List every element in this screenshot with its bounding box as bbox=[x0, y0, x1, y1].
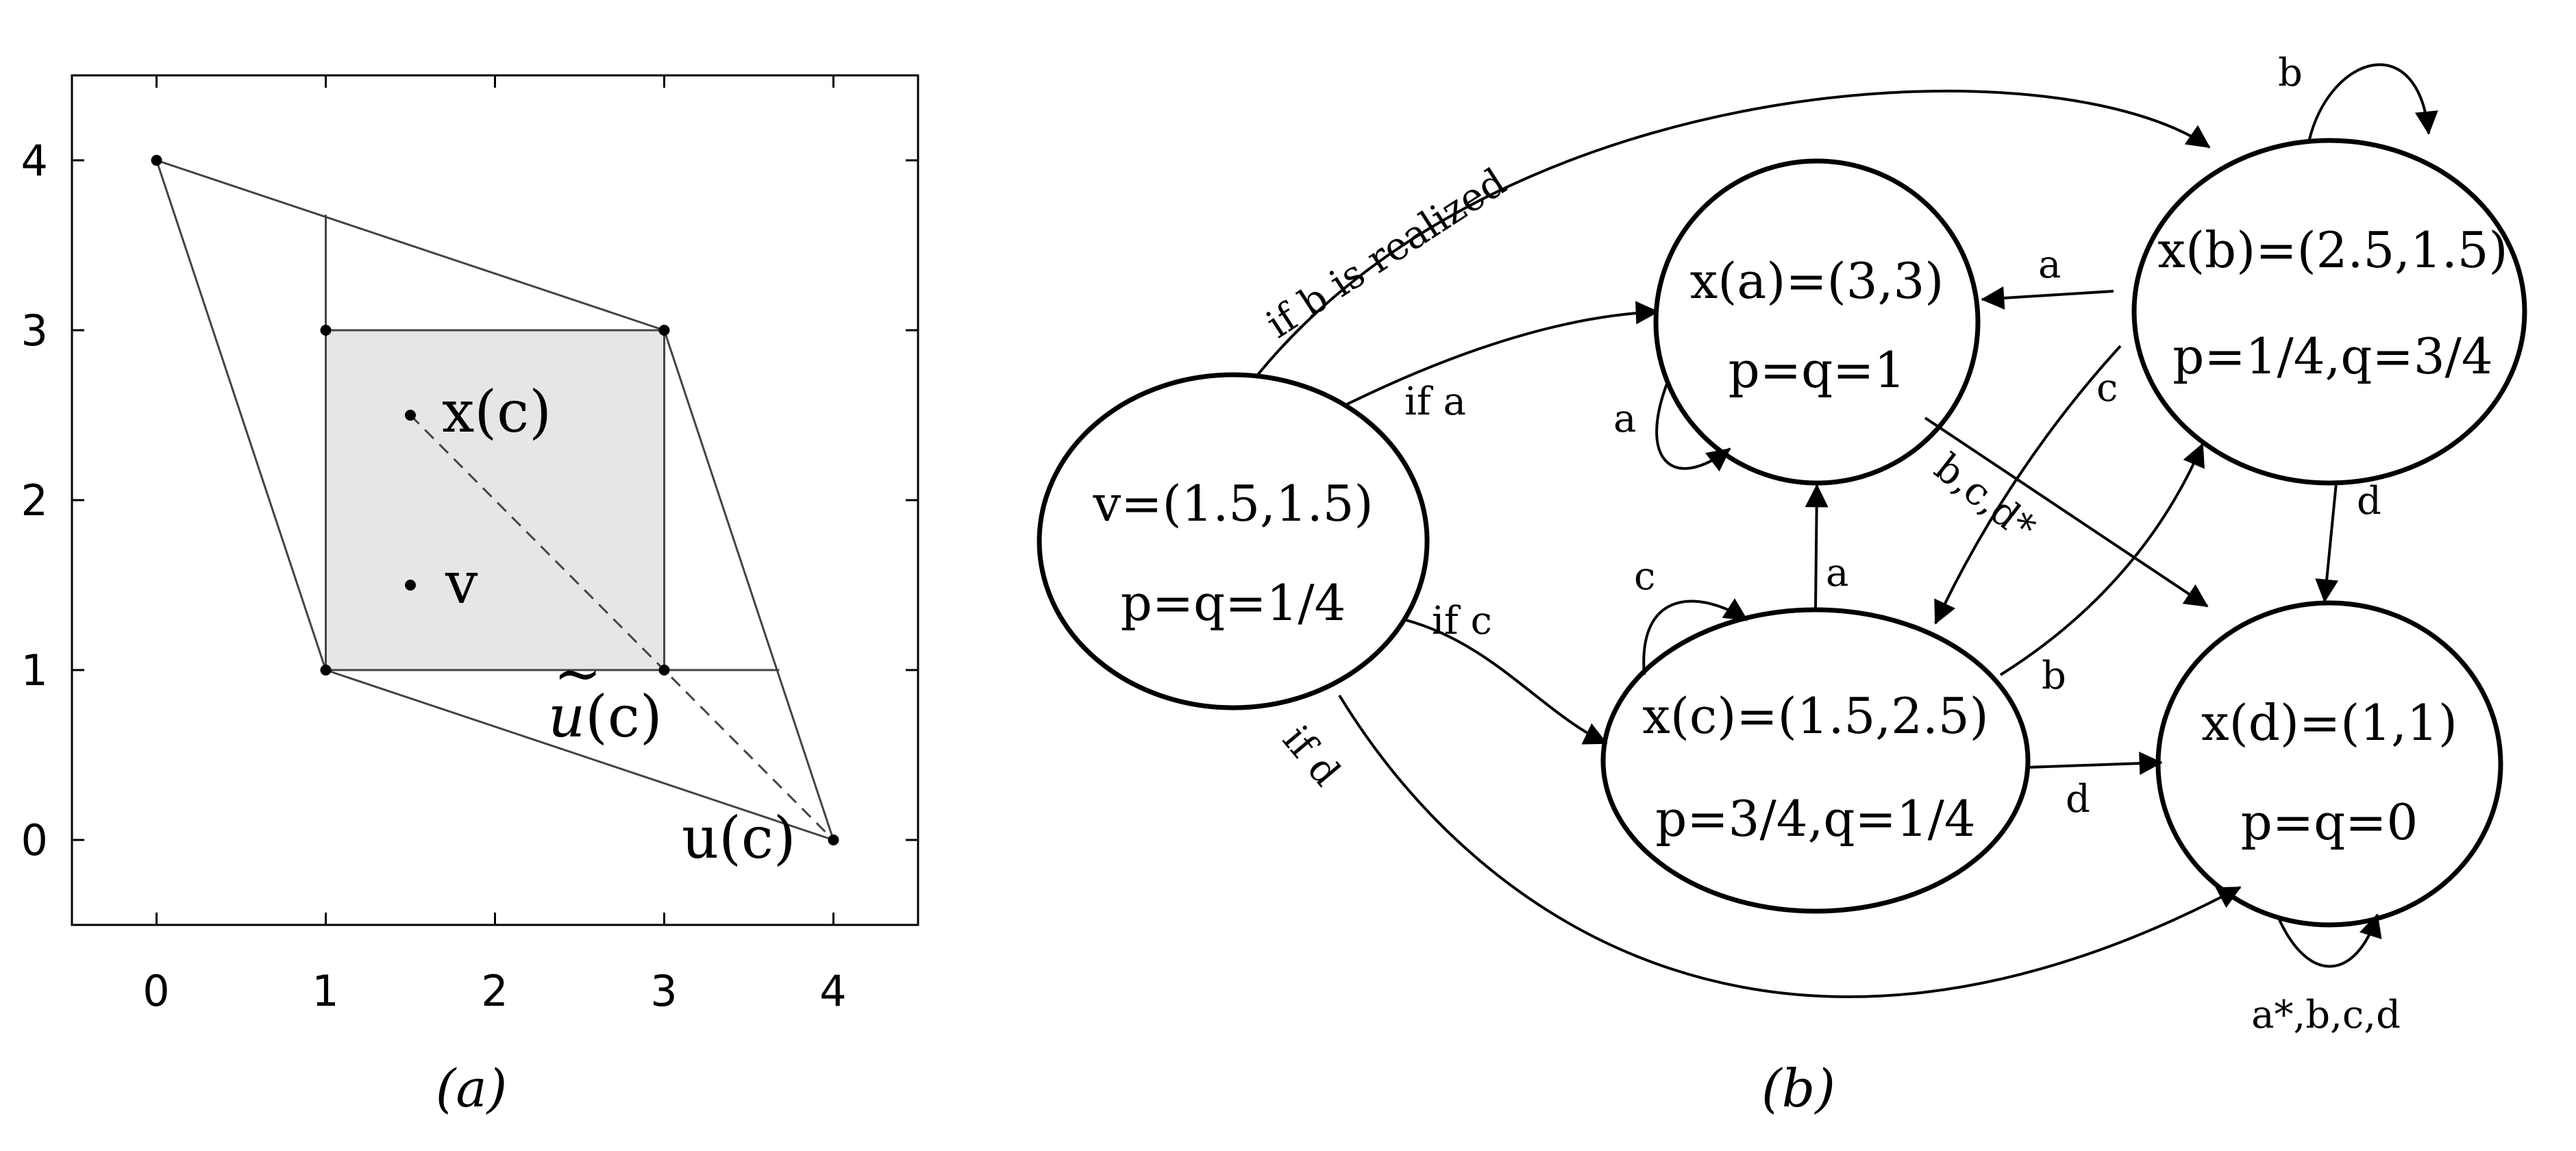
panel-b bbox=[1037, 63, 2527, 998]
panel-a: 0 1 2 3 4 0 1 2 3 4 x(c) v u(c) ~ u(c) (… bbox=[21, 74, 919, 1119]
data-dot bbox=[320, 665, 332, 676]
label-xb-to-xa: a bbox=[2038, 243, 2061, 287]
label-if-d: if d bbox=[1274, 717, 1348, 794]
x-tick-0: 0 bbox=[143, 966, 169, 1016]
label-u-tilde-suffix: (c) bbox=[585, 683, 662, 750]
data-dot bbox=[320, 325, 332, 336]
data-dot bbox=[828, 834, 839, 845]
node-v-line1: v=(1.5,1.5) bbox=[1092, 475, 1373, 532]
axis-ticks bbox=[72, 75, 918, 925]
edge-labels: if b is realized if a if c if d b a c d … bbox=[1259, 51, 2401, 1037]
node-xd-line2: p=q=0 bbox=[2241, 793, 2418, 851]
y-tick-2: 2 bbox=[21, 475, 48, 525]
extension-lines bbox=[325, 214, 780, 671]
y-tick-4: 4 bbox=[21, 136, 48, 186]
edge-xd-loop bbox=[2277, 913, 2382, 968]
label-xa-loop: a bbox=[1613, 397, 1636, 441]
x-tick-4: 4 bbox=[819, 966, 846, 1016]
data-dot bbox=[405, 410, 416, 421]
node-xb-line1: x(b)=(2.5,1.5) bbox=[2157, 221, 2507, 279]
node-labels: v=(1.5,1.5) p=q=1/4 x(a)=(3,3) p=q=1 x(b… bbox=[1092, 221, 2507, 851]
y-tick-0: 0 bbox=[21, 815, 48, 865]
label-if-a: if a bbox=[1404, 380, 1466, 424]
node-xa-line1: x(a)=(3,3) bbox=[1690, 252, 1944, 310]
edge-xc-loop bbox=[1642, 598, 1748, 676]
edge-xb-loop bbox=[2307, 63, 2438, 143]
edge-xc-to-xb bbox=[1999, 443, 2205, 676]
node-xc bbox=[1600, 607, 2031, 914]
label-u-tilde: u(c) bbox=[548, 683, 662, 750]
node-v-line2: p=q=1/4 bbox=[1121, 574, 1346, 632]
label-v: v bbox=[445, 549, 478, 617]
x-tick-1: 1 bbox=[312, 966, 338, 1016]
x-tick-2: 2 bbox=[481, 966, 508, 1016]
data-dots bbox=[151, 155, 839, 845]
edge-v-to-xc bbox=[1405, 619, 1608, 745]
data-dot bbox=[658, 665, 670, 676]
edge-xa-to-xd bbox=[1924, 417, 2209, 608]
node-xa bbox=[1653, 158, 1981, 486]
data-dot bbox=[658, 325, 670, 336]
caption-b: (b) bbox=[1761, 1058, 1835, 1119]
label-xb-loop: b bbox=[2278, 51, 2303, 95]
label-xc: x(c) bbox=[442, 378, 552, 445]
edge-xc-to-xd bbox=[2027, 752, 2163, 776]
y-tick-3: 3 bbox=[21, 306, 48, 356]
edge-xb-to-xa bbox=[1981, 286, 2114, 310]
label-xb-to-xc: c bbox=[2096, 366, 2118, 410]
x-tick-3: 3 bbox=[650, 966, 677, 1016]
node-xd bbox=[2155, 600, 2503, 928]
label-uc: u(c) bbox=[682, 804, 796, 871]
label-xb-to-xd: d bbox=[2357, 479, 2381, 523]
edge-v-to-xa bbox=[1343, 301, 1659, 407]
label-if-c: if c bbox=[1432, 599, 1492, 643]
label-xc-to-xd: d bbox=[2066, 777, 2090, 821]
node-v bbox=[1037, 372, 1430, 710]
label-xd-loop: a*,b,c,d bbox=[2251, 993, 2401, 1037]
data-dot bbox=[151, 155, 162, 166]
edge-xa-loop bbox=[1655, 380, 1731, 472]
y-tick-1: 1 bbox=[21, 645, 48, 695]
label-xa-to-xd: b,c,d* bbox=[1926, 445, 2043, 551]
node-xd-line1: x(d)=(1,1) bbox=[2201, 694, 2457, 752]
node-xb-line2: p=1/4,q=3/4 bbox=[2172, 327, 2492, 385]
edge-xb-to-xd bbox=[2315, 482, 2339, 603]
node-xc-line2: p=3/4,q=1/4 bbox=[1655, 790, 1975, 847]
label-if-b: if b is realized bbox=[1259, 160, 1514, 347]
data-dot bbox=[405, 580, 416, 591]
dashed-line bbox=[409, 414, 834, 841]
caption-a: (a) bbox=[436, 1058, 508, 1119]
edge-v-to-xd bbox=[1338, 694, 2242, 998]
node-xa-line2: p=q=1 bbox=[1729, 341, 1906, 399]
node-xc-line1: x(c)=(1.5,2.5) bbox=[1642, 687, 1989, 745]
edge-v-to-xb bbox=[1256, 89, 2211, 377]
label-u-tilde-mark: ~ bbox=[554, 640, 602, 707]
label-xc-loop: c bbox=[1634, 554, 1655, 599]
node-xb bbox=[2131, 138, 2527, 486]
label-xc-to-xb: b bbox=[2042, 654, 2066, 698]
label-u-tilde-base: u bbox=[548, 683, 585, 750]
edge-xc-to-xa bbox=[1805, 484, 1829, 609]
label-xc-to-xa: a bbox=[1826, 551, 1848, 595]
edge-xb-to-xc bbox=[1934, 345, 2122, 625]
